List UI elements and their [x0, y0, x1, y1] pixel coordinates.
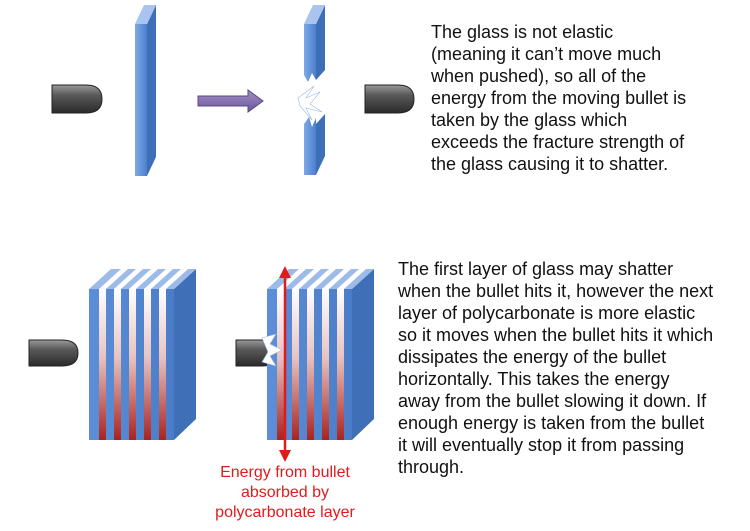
transition-arrow	[197, 89, 264, 113]
bullet-top-right	[364, 84, 415, 114]
energy-caption: Energy from bullet absorbed by polycarbo…	[215, 464, 355, 521]
energy-dissipation-arrow	[279, 266, 291, 462]
glass-pane-shattered	[297, 5, 325, 175]
bottom-panel-description: The first layer of glass may shatter whe…	[398, 259, 714, 477]
laminated-block-intact	[89, 269, 196, 440]
top-panel-description: The glass is not elastic (meaning it can…	[431, 22, 687, 174]
bullet-bottom-left	[28, 339, 79, 367]
bullet-top-left	[51, 84, 103, 114]
glass-pane-intact	[135, 5, 156, 176]
laminated-block-hit	[261, 269, 374, 440]
